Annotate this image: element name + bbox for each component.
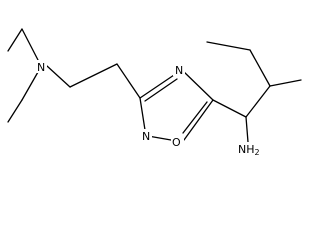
bond-ethyl1-ch2 (21, 28, 39, 61)
molecule-structure-diagram: N N N O NH2 (7, 28, 302, 157)
atom-nh2-bg (238, 142, 262, 156)
amine-nh-text: NH (238, 143, 255, 156)
bond-ch-methyl (269, 79, 302, 87)
atom-ring-nitrogen-2: N (175, 64, 183, 77)
atom-label-layer: N N N O NH2 (35, 60, 262, 157)
bond-linker2-ring (116, 63, 141, 99)
bond-ethyl-ch3 (206, 41, 251, 51)
atom-ring-nitrogen-1: N (142, 130, 150, 143)
atom-n-ring1-bg (140, 129, 152, 142)
atom-nitrogen-amine: N (37, 61, 45, 74)
atom-o-ring-bg (171, 135, 184, 148)
bond-ring-c3-n2 (139, 72, 178, 99)
bond-ethyl2-ch2 (21, 71, 39, 101)
atom-n-ring2-bg (173, 63, 185, 76)
bond-c5-ch (212, 99, 247, 118)
bond-ethyl2-ch3 (7, 99, 23, 123)
bond-linker1-linker2 (69, 63, 118, 88)
amine-subscript-text: 2 (255, 148, 260, 157)
bond-ring-c5-o (183, 99, 214, 141)
atom-n-amine-bg (35, 60, 47, 73)
bond-ch-nh2 (245, 116, 249, 143)
bond-ch-ethyl-ch2 (249, 49, 271, 87)
bond-ring-c3-n2-double (144, 78, 178, 102)
bond-ring-n2-c5 (181, 69, 214, 101)
bond-ring-c5-o-double (182, 101, 208, 134)
bond-ethyl1-ch3 (7, 28, 23, 52)
atom-ring-oxygen: O (172, 136, 181, 149)
bond-n-linker1 (46, 65, 71, 88)
bond-ring-n1-c3 (139, 97, 146, 131)
bond-ch-ch (245, 85, 271, 118)
atom-amine-group: NH2 (238, 143, 260, 157)
bond-layer (7, 28, 302, 143)
